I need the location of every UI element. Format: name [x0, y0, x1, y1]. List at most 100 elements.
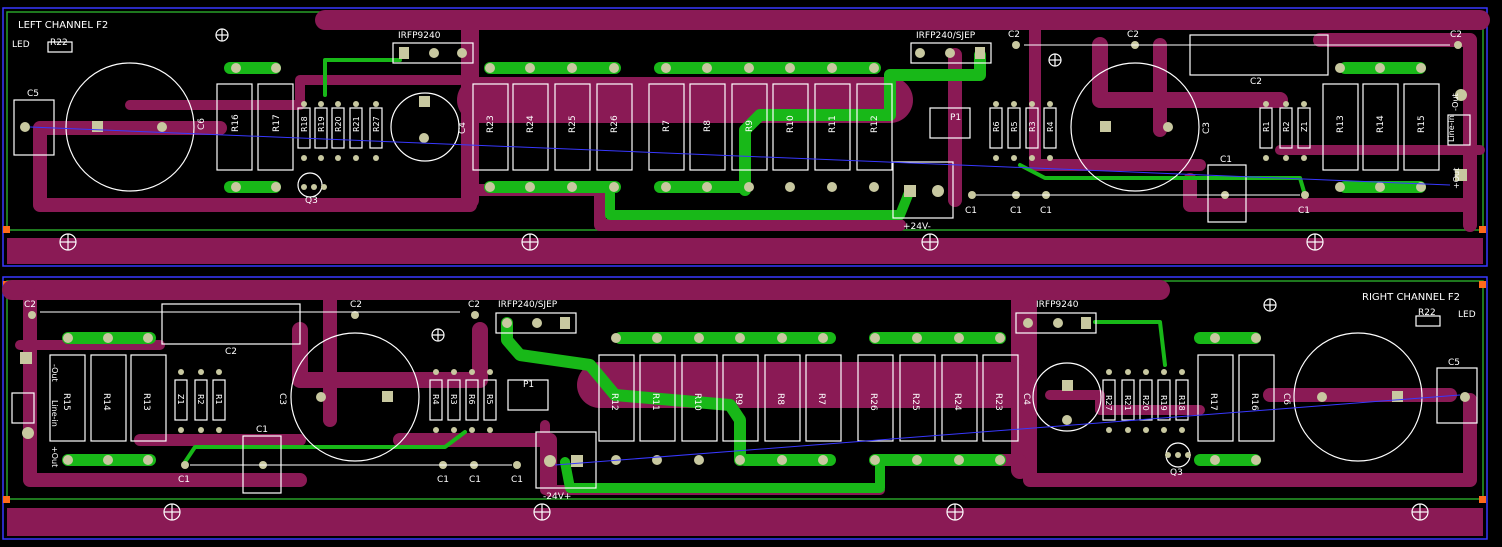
label-c1-b: C1	[178, 475, 190, 485]
label-c1-d: C1	[1040, 206, 1052, 216]
label-r27: R27	[372, 116, 381, 132]
label-r12: R12	[609, 393, 619, 411]
label-mosfet-a: IRFP9240	[398, 31, 441, 41]
label-out-pos: +Out	[50, 446, 59, 467]
label-mosfet-a: IRFP9240	[1036, 300, 1079, 310]
label-r19: R19	[1159, 395, 1168, 411]
labels-right: RIGHT CHANNEL F2 LED R22 C5 C6 R16 R17 R…	[24, 292, 1476, 502]
label-r22: R22	[50, 38, 68, 48]
label-r10: R10	[692, 393, 702, 411]
label-r24: R24	[952, 393, 962, 411]
label-r1: R1	[1262, 121, 1271, 132]
label-c6: C6	[1281, 393, 1291, 405]
label-line-in: Line-in	[50, 400, 59, 427]
corner-marker	[1479, 496, 1486, 503]
corner-marker	[3, 226, 10, 233]
label-r24: R24	[526, 115, 536, 133]
label-z1: Z1	[1300, 121, 1309, 132]
label-r1: R1	[214, 394, 223, 405]
label-r13: R13	[1336, 115, 1346, 133]
label-c2-c: C2	[468, 300, 480, 310]
label-supply: -24V+	[543, 492, 571, 502]
label-r18: R18	[300, 116, 309, 132]
corner-marker	[3, 496, 10, 503]
label-c2: C2	[24, 300, 36, 310]
board-outline-left	[2, 7, 1488, 267]
pads-left	[20, 41, 1467, 199]
label-r21: R21	[1123, 395, 1132, 411]
label-r25: R25	[568, 115, 578, 133]
label-c2-b: C2	[1127, 30, 1139, 40]
mounting-holes-left	[59, 28, 1324, 251]
label-r20: R20	[334, 116, 343, 132]
label-c3: C3	[277, 393, 287, 405]
label-c1-e: C1	[1298, 206, 1310, 216]
label-r11: R11	[650, 393, 660, 411]
label-r11: R11	[828, 115, 838, 133]
label-r2: R2	[1282, 121, 1291, 132]
label-p1: P1	[950, 113, 961, 123]
label-r22: R22	[1418, 308, 1436, 318]
label-c4: C4	[1021, 393, 1031, 405]
label-r2: R2	[196, 394, 205, 405]
board-title: RIGHT CHANNEL F2	[1362, 292, 1460, 303]
label-r14: R14	[1376, 115, 1386, 133]
label-r17: R17	[1208, 393, 1218, 411]
label-r23: R23	[486, 115, 496, 133]
label-c4: C4	[458, 122, 468, 134]
label-r6: R6	[467, 394, 476, 405]
label-r7: R7	[816, 393, 826, 405]
board-left-channel: LEFT CHANNEL F2 LED R22 C5 C6 R16 R17 R1…	[2, 7, 1490, 267]
mounting-holes-right	[163, 298, 1429, 521]
label-c1-c: C1	[1010, 206, 1022, 216]
label-r20: R20	[1141, 395, 1150, 411]
label-mosfet-b: IRFP240/SJEP	[916, 31, 976, 41]
label-r18: R18	[1177, 395, 1186, 411]
label-c2-d: C2	[1250, 77, 1262, 87]
label-c2-d: C2	[225, 347, 237, 357]
airwire-right	[554, 394, 1461, 466]
pads-right	[20, 311, 1470, 469]
label-r27: R27	[1104, 395, 1113, 411]
label-r14: R14	[101, 393, 111, 411]
label-r5: R5	[485, 394, 494, 405]
label-r16: R16	[1249, 393, 1259, 411]
label-r5: R5	[1010, 121, 1019, 132]
corner-marker	[1479, 281, 1486, 288]
label-led: LED	[12, 40, 30, 50]
label-r23: R23	[993, 393, 1003, 411]
heatsink-bar-right	[7, 508, 1483, 536]
label-r8: R8	[775, 393, 785, 405]
label-r15: R15	[61, 393, 71, 411]
label-r9: R9	[733, 393, 743, 405]
heatsink-bar-left	[7, 238, 1483, 264]
label-r12: R12	[870, 115, 880, 133]
label-c5: C5	[27, 89, 39, 99]
label-r15: R15	[1417, 115, 1427, 133]
label-c2: C2	[1008, 30, 1020, 40]
label-r4: R4	[431, 394, 440, 405]
label-c1-e: C1	[511, 475, 523, 485]
label-q3: Q3	[305, 196, 318, 206]
label-q3: Q3	[1170, 468, 1183, 478]
label-out-pos: +Out	[1452, 168, 1461, 189]
label-r7: R7	[662, 120, 672, 132]
label-led: LED	[1458, 310, 1476, 320]
label-c5: C5	[1448, 358, 1460, 368]
silkscreen-right	[11, 303, 1478, 494]
airwire-left	[29, 126, 1451, 186]
board-right-channel: RIGHT CHANNEL F2 LED R22 C5 C6 R16 R17 R…	[2, 276, 1488, 540]
label-c3: C3	[1202, 122, 1212, 134]
top-copper-traces-left	[224, 49, 1426, 220]
label-c2-c: C2	[1450, 30, 1462, 40]
label-r21: R21	[352, 116, 361, 132]
label-c1-b: C1	[965, 206, 977, 216]
label-r17: R17	[272, 114, 282, 132]
board-outline-right	[2, 276, 1488, 540]
label-r9: R9	[745, 120, 755, 132]
labels-left: LEFT CHANNEL F2 LED R22 C5 C6 R16 R17 R1…	[12, 20, 1462, 232]
label-supply: +24V-	[903, 222, 931, 232]
corner-marker	[1479, 226, 1486, 233]
label-r6: R6	[992, 121, 1001, 132]
